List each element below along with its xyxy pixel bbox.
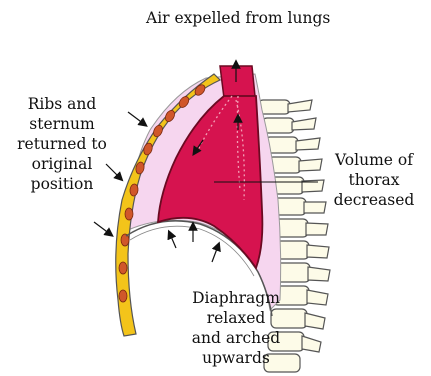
vertebra [274, 241, 329, 259]
arrow-inward-icon [94, 222, 110, 234]
label-thorax-volume: Volume of thorax decreased [318, 150, 430, 210]
label-diaphragm-line-4: upwards [170, 348, 302, 368]
vertebra [270, 177, 324, 194]
label-air-expelled: Air expelled from lungs [146, 8, 330, 28]
label-diaphragm: Diaphragm relaxed and arched upwards [170, 288, 302, 368]
label-volume-line-3: decreased [318, 190, 430, 210]
label-volume-line-1: Volume of [318, 150, 430, 170]
vertebra [265, 137, 320, 153]
vertebra [268, 157, 322, 173]
trachea [220, 66, 255, 98]
label-diaphragm-line-1: Diaphragm [170, 288, 302, 308]
label-volume-line-2: thorax [318, 170, 430, 190]
label-ribs-line-2: sternum [0, 114, 124, 134]
diaphragm-arrows [170, 226, 218, 262]
vertebra [274, 263, 330, 282]
label-diaphragm-line-3: and arched [170, 328, 302, 348]
vertebra [273, 219, 328, 237]
label-air-expelled-text: Air expelled from lungs [146, 8, 330, 28]
arrow-up-icon [212, 246, 218, 262]
arrow-up-icon [170, 234, 176, 248]
label-ribs-sternum: Ribs and sternum returned to original po… [0, 94, 124, 194]
label-ribs-line-5: position [0, 174, 124, 194]
label-ribs-line-3: returned to [0, 134, 124, 154]
arrow-inward-icon [128, 112, 144, 124]
vertebra [258, 100, 312, 114]
label-ribs-line-1: Ribs and [0, 94, 124, 114]
label-ribs-line-4: original [0, 154, 124, 174]
vertebra [262, 118, 316, 133]
label-diaphragm-line-2: relaxed [170, 308, 302, 328]
